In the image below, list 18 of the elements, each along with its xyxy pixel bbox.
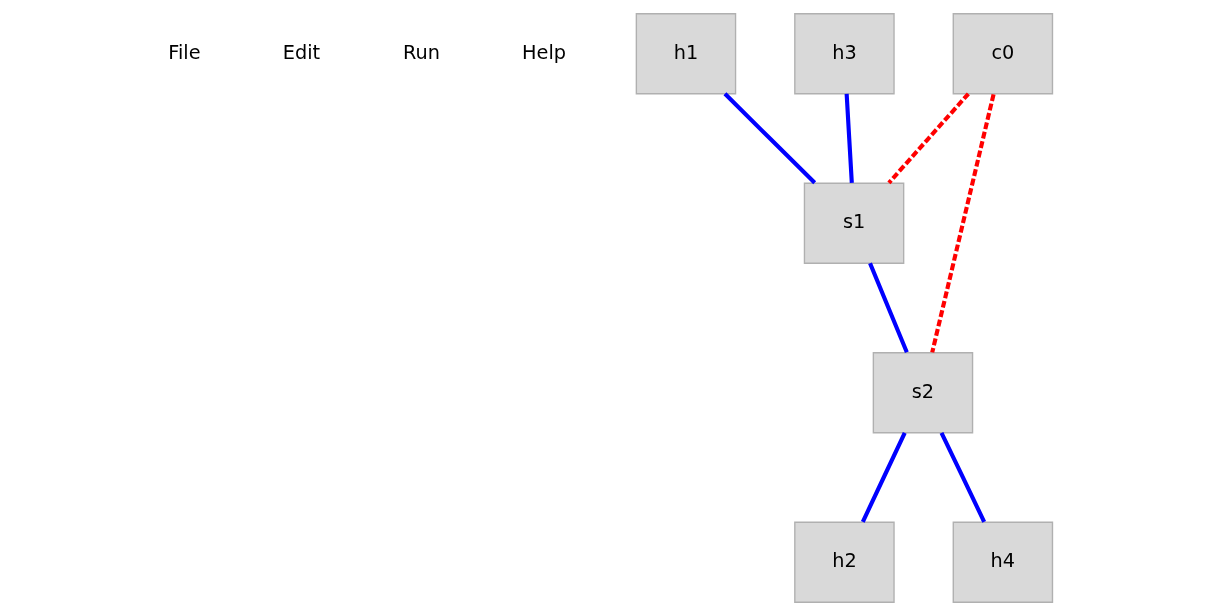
node-box: h3 xyxy=(794,13,895,95)
node-box: c0 xyxy=(952,13,1054,95)
connector xyxy=(939,431,987,523)
connector xyxy=(860,431,907,523)
label: File xyxy=(168,40,201,64)
node-box: h1 xyxy=(635,13,737,95)
connector xyxy=(723,92,817,185)
label: Help xyxy=(522,40,567,64)
label: Run xyxy=(402,40,440,64)
node-box: h2 xyxy=(794,521,895,603)
connector xyxy=(930,93,996,353)
node-box: h4 xyxy=(952,521,1054,603)
node-box: s1 xyxy=(803,182,905,264)
connector xyxy=(844,93,854,183)
label: Edit xyxy=(282,40,321,64)
connector xyxy=(868,262,909,354)
connector xyxy=(887,92,970,185)
node-box: s2 xyxy=(872,352,974,434)
